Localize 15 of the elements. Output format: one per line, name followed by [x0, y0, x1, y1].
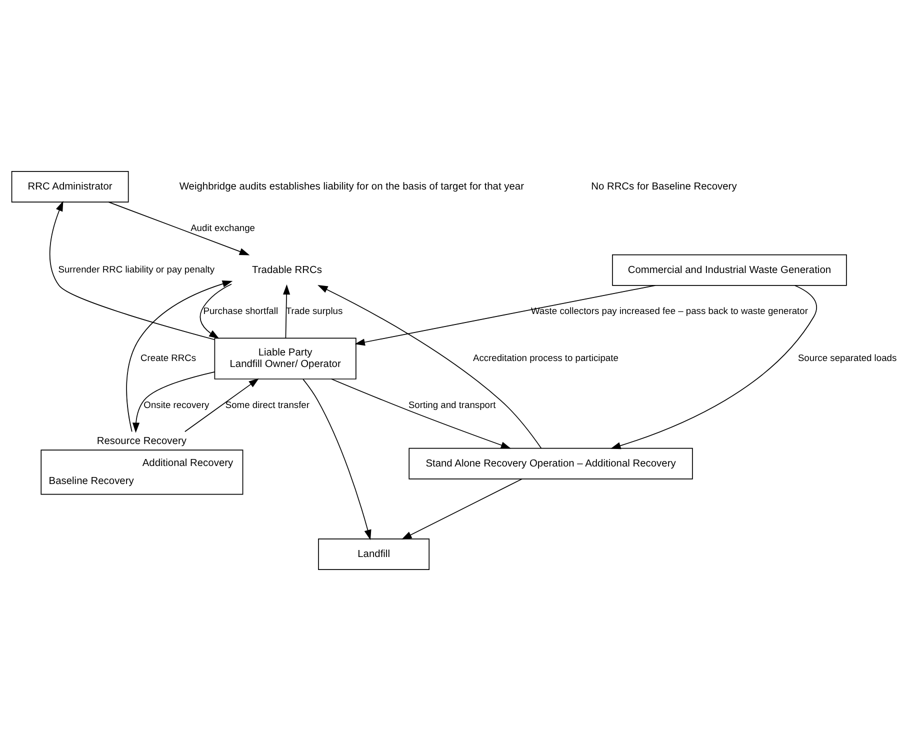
edge-label: Some direct transfer — [225, 399, 310, 410]
edge-label: Purchase shortfall — [203, 306, 278, 316]
label: No RRCs for Baseline Recovery — [591, 180, 737, 192]
node-text: Tradable RRCs — [252, 264, 322, 276]
node-label: Resource Recovery — [96, 435, 186, 446]
edge-label: Accreditation process to participate — [472, 352, 618, 362]
edge-label: Surrender RRC liability or pay penalty — [58, 264, 215, 274]
edge-label: Trade surplus — [286, 306, 343, 316]
edge-label: Sorting and transport — [408, 399, 496, 410]
edge-label: Audit exchange — [190, 222, 255, 232]
edge-label: Create RRCs — [140, 352, 196, 362]
edge-label: Onsite recovery — [144, 399, 210, 410]
label: Weighbridge audits establishes liability for on the basis of target for that year — [179, 180, 524, 192]
edge-label: Waste collectors pay increased fee – pass back to waste generator — [530, 306, 808, 316]
edge-label: Source separated loads — [798, 352, 897, 362]
